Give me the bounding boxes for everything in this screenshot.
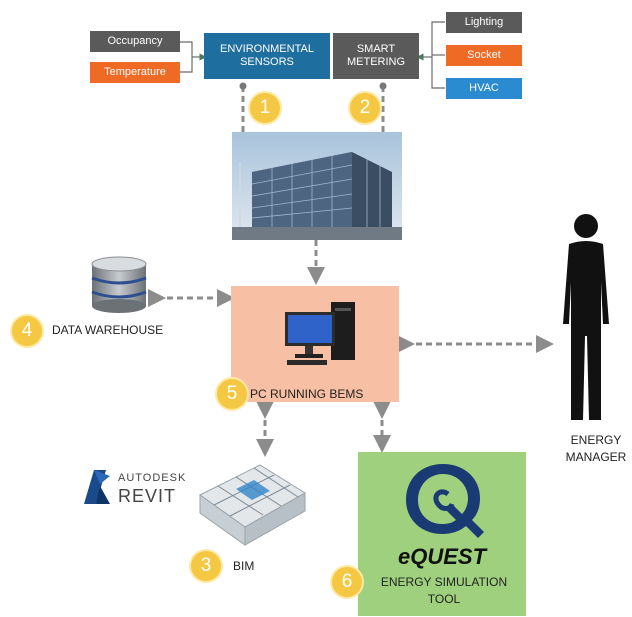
energy-manager-label: ENERGY MANAGER <box>565 433 627 464</box>
building-illustration <box>232 132 402 240</box>
env-input-connector <box>180 41 207 73</box>
lighting-tag: Lighting <box>446 12 522 33</box>
step-badge-4: 4 <box>12 316 42 346</box>
occupancy-tag: Occupancy <box>90 31 180 52</box>
step-badge-1: 1 <box>250 93 280 123</box>
step-badge-6: 6 <box>332 567 362 597</box>
sensors-connector-dot <box>239 82 247 90</box>
database-icon <box>88 256 150 314</box>
socket-tag: Socket <box>446 45 522 66</box>
computer-icon <box>285 302 355 365</box>
metering-connector-dot <box>379 82 387 90</box>
equest-label: ENERGY SIMULATION TOOL <box>380 575 508 606</box>
hvac-tag: HVAC <box>446 78 522 99</box>
equest-q-logo <box>406 464 484 538</box>
step-badge-5: 5 <box>217 379 247 409</box>
revit-brand-text: AUTODESK <box>118 472 187 484</box>
equest-box: eQUEST ENERGY SIMULATION TOOL <box>358 452 526 616</box>
bim-label: BIM <box>233 559 255 573</box>
smart-metering-label: SMART METERING <box>346 43 406 68</box>
step-badge-3: 3 <box>191 551 221 581</box>
data-warehouse-label: DATA WAREHOUSE <box>52 323 164 337</box>
step-badge-2: 2 <box>350 93 380 123</box>
person-icon <box>561 212 611 424</box>
revit-r-icon <box>84 470 110 504</box>
pc-bems-box <box>231 286 399 402</box>
revit-logo: AUTODESK REVIT <box>82 466 190 510</box>
metering-input-connector <box>416 21 445 89</box>
environmental-sensors-label: ENVIRONMENTAL SENSORS <box>220 43 314 68</box>
building-image <box>232 132 402 240</box>
bim-model-image <box>190 455 310 551</box>
revit-name-text: REVIT <box>118 486 177 506</box>
temperature-tag: Temperature <box>90 62 180 83</box>
smart-metering-box: SMART METERING <box>333 33 419 79</box>
pc-bems-label: PC RUNNING BEMS <box>250 387 364 401</box>
equest-logo-text: eQUEST <box>397 544 487 569</box>
environmental-sensors-box: ENVIRONMENTAL SENSORS <box>204 33 330 79</box>
